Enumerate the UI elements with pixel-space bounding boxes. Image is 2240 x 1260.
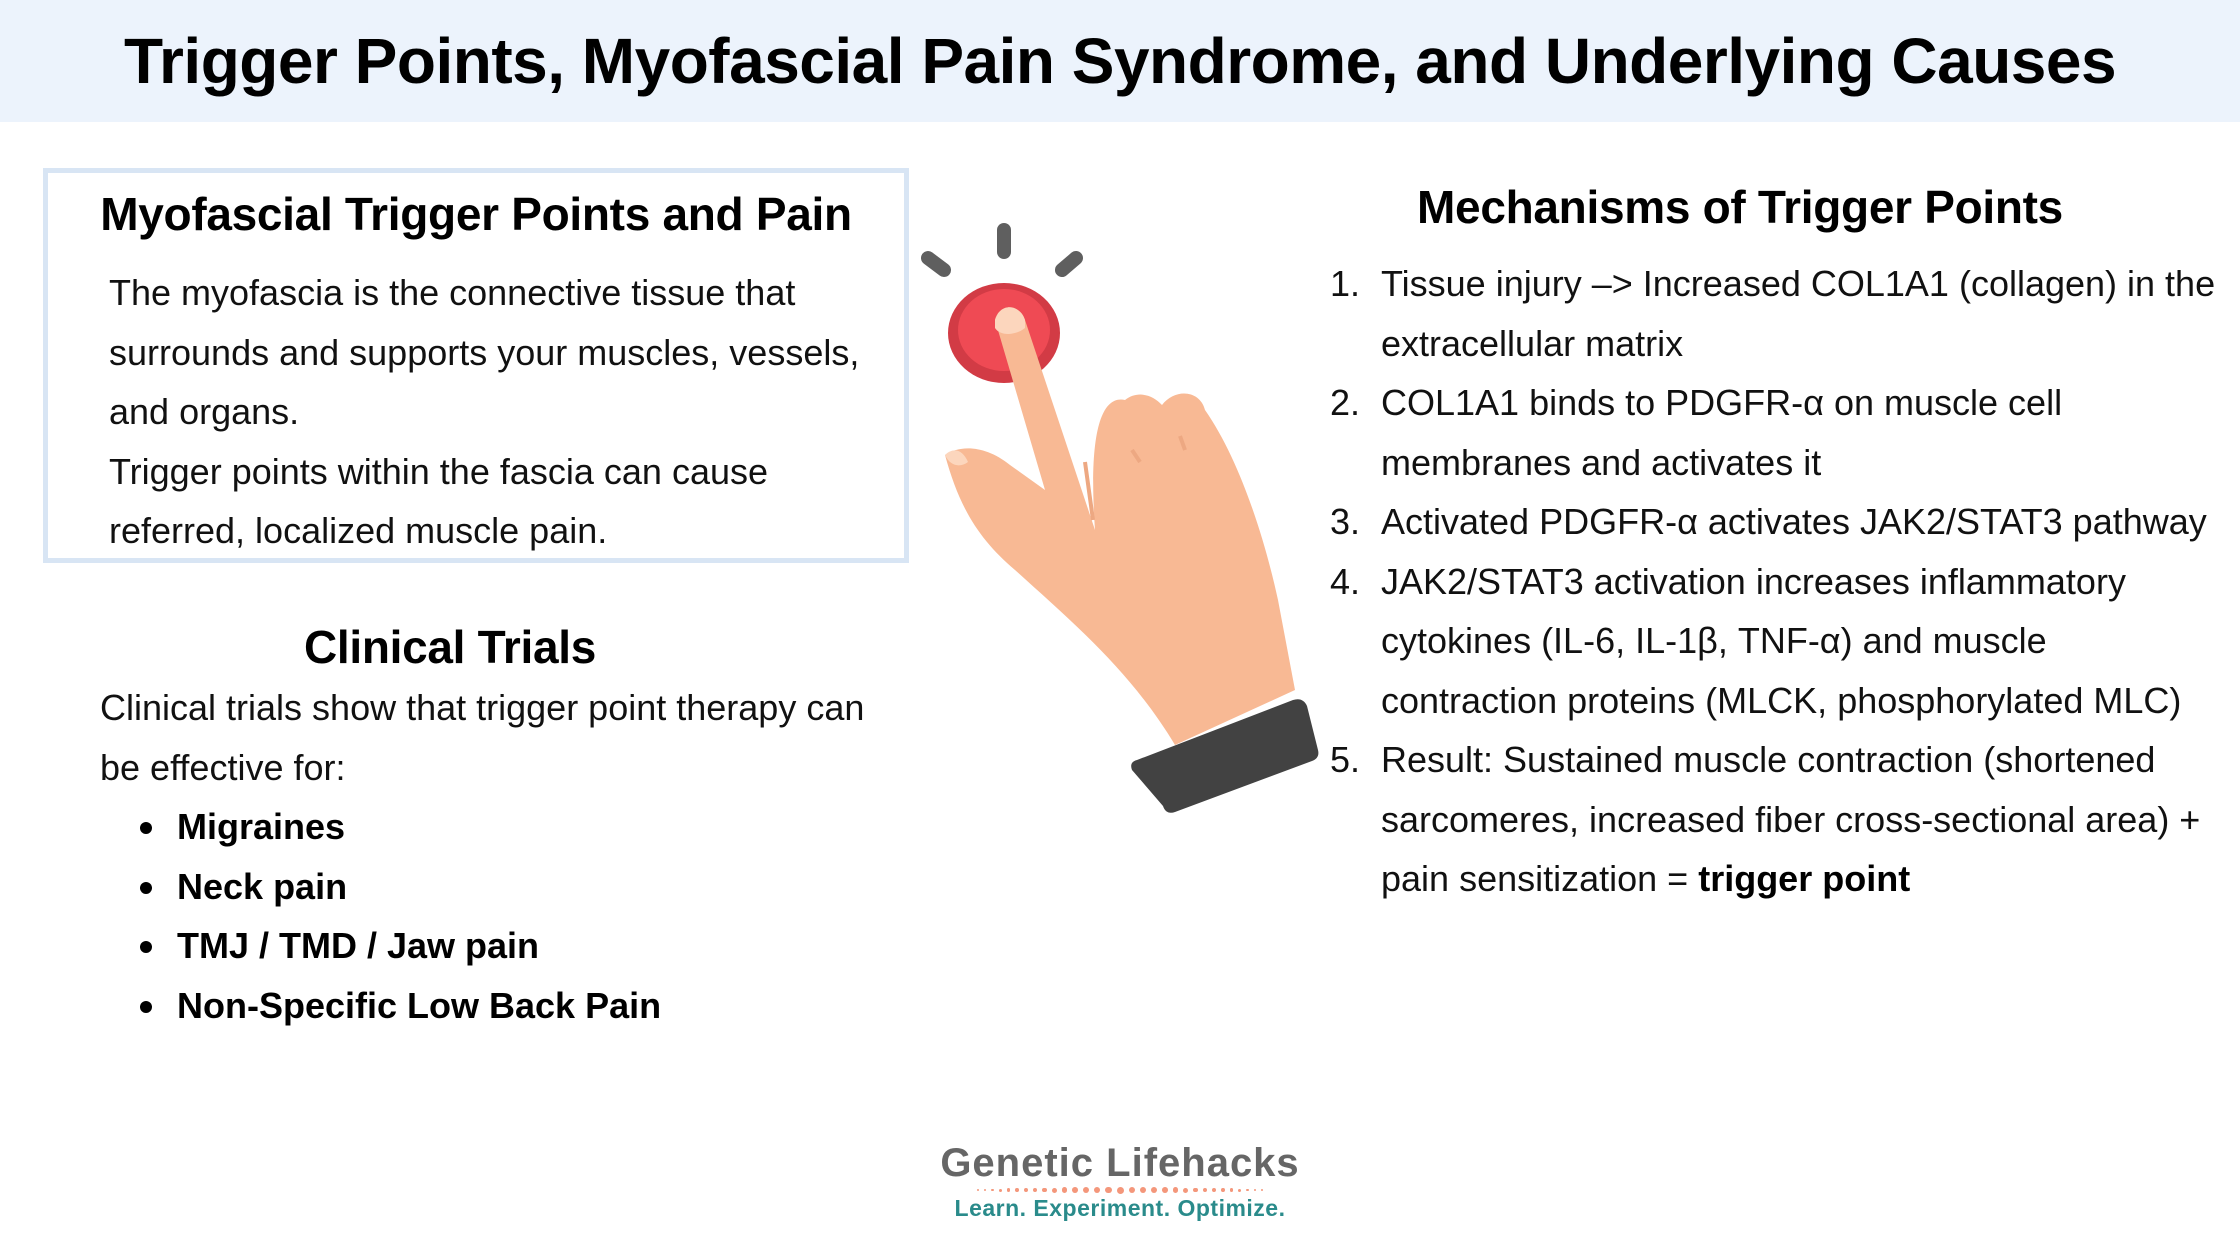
- logo-dot: [1014, 1188, 1019, 1192]
- list-item-text: Neck pain: [177, 865, 348, 907]
- page-title: Trigger Points, Myofascial Pain Syndrome…: [123, 25, 2117, 97]
- step-number: 5.: [1330, 739, 1361, 780]
- logo-dot: [1140, 1186, 1147, 1194]
- genetic-lifehacks-logo[interactable]: Genetic Lifehacks Learn. Experiment. Opt…: [900, 1140, 1340, 1222]
- logo-dot: [1212, 1188, 1217, 1192]
- step-number: 1.: [1330, 263, 1361, 304]
- logo-dot: [1193, 1187, 1199, 1193]
- logo-dot: [1203, 1187, 1208, 1193]
- step-number: 4.: [1330, 560, 1361, 602]
- step-number: 2.: [1330, 382, 1361, 423]
- logo-dot: [1032, 1187, 1037, 1193]
- step-text: Activated PDGFR-α activates JAK2/STAT3 p…: [1381, 501, 2207, 542]
- logo-dot: [998, 1188, 1002, 1192]
- logo-dot: [1254, 1188, 1257, 1192]
- logo-dot: [1051, 1187, 1057, 1193]
- logo-tagline: Learn. Experiment. Optimize.: [954, 1195, 1286, 1221]
- list-item: Migraines: [100, 797, 900, 857]
- bullet-icon: [140, 941, 152, 953]
- logo-dot: [1093, 1186, 1100, 1194]
- step-number: 3.: [1330, 501, 1361, 542]
- logo-dot: [1023, 1188, 1028, 1192]
- clinical-trials-list: Migraines Neck pain TMJ / TMD / Jaw pain…: [100, 797, 900, 1035]
- myofascial-paragraph: The myofascia is the connective tissue t…: [109, 272, 860, 432]
- bullet-icon: [140, 822, 152, 834]
- logo-dot: [1104, 1186, 1112, 1194]
- logo-dot: [1006, 1188, 1010, 1192]
- logo-dot: [1116, 1186, 1124, 1194]
- logo-dot: [1246, 1188, 1250, 1192]
- logo-dot: [1261, 1189, 1264, 1191]
- list-item: Neck pain: [100, 857, 900, 917]
- logo-name: Genetic Lifehacks: [940, 1141, 1300, 1185]
- step-text: Tissue injury –> Increased COL1A1 (colla…: [1381, 263, 2216, 364]
- logo-dot: [1162, 1187, 1169, 1193]
- list-item: 4. JAK2/STAT3 activation increases inflam…: [1320, 552, 2221, 731]
- logo-dot: [1173, 1187, 1179, 1193]
- clinical-trials-title: Clinical Trials: [303, 621, 597, 673]
- bullet-icon: [140, 881, 152, 894]
- list-item-text: Migraines: [177, 806, 346, 847]
- logo-dot: [983, 1188, 986, 1192]
- hand-icon: [945, 307, 1295, 745]
- step-text: COL1A1 binds to PDGFR-α on muscle cell m…: [1381, 382, 2063, 483]
- logo-dot: [1230, 1188, 1234, 1192]
- list-item: 3. Activated PDGFR-α activates JAK2/STAT3…: [1320, 492, 2221, 552]
- myofascial-paragraph: Trigger points within the fascia can cau…: [109, 450, 769, 552]
- glow-lines-icon: [921, 223, 1083, 277]
- list-item: TMJ / TMD / Jaw pain: [100, 916, 900, 976]
- logo-dots-divider: [900, 1186, 1340, 1194]
- bullet-icon: [140, 1000, 152, 1013]
- sleeve-cuff-icon: [1131, 699, 1319, 813]
- mechanisms-title: Mechanisms of Trigger Points: [1417, 181, 2063, 233]
- header-banner: Trigger Points, Myofascial Pain Syndrome…: [0, 0, 2240, 122]
- logo-dot: [1238, 1188, 1242, 1192]
- list-item: 2. COL1A1 binds to PDGFR-α on muscle cell…: [1320, 373, 2221, 492]
- logo-dot: [1041, 1187, 1047, 1193]
- step-text-bold: trigger point: [1698, 858, 1911, 899]
- myofascial-info-box: Myofascial Trigger Points and Pain The m…: [43, 168, 909, 563]
- logo-dot: [990, 1188, 994, 1192]
- mechanisms-list: 1. Tissue injury –> Increased COL1A1 (col…: [1320, 254, 2215, 909]
- logo-dot: [1061, 1187, 1067, 1193]
- list-item-text: Non-Specific Low Back Pain: [177, 984, 662, 1026]
- step-text: Result: Sustained muscle contraction (sh…: [1381, 739, 2201, 899]
- clinical-trials-section: Clinical Trials Clinical trials show tha…: [100, 620, 900, 1035]
- step-text: JAK2/STAT3 activation increases inflamma…: [1381, 560, 2182, 721]
- list-item: 5. Result: Sustained muscle contraction (…: [1320, 730, 2221, 909]
- logo-dot: [1128, 1186, 1136, 1194]
- myofascial-box-body: The myofascia is the connective tissue t…: [109, 263, 869, 561]
- list-item-text: TMJ / TMD / Jaw pain: [177, 925, 540, 966]
- logo-dot: [976, 1189, 979, 1191]
- list-item: 1. Tissue injury –> Increased COL1A1 (col…: [1320, 254, 2221, 373]
- hand-pressing-red-button-icon: [921, 223, 1319, 813]
- logo-dot: [1183, 1187, 1189, 1193]
- clinical-trials-intro: Clinical trials show that trigger point …: [100, 687, 865, 788]
- myofascial-box-title: Myofascial Trigger Points and Pain: [100, 188, 852, 240]
- logo-dot: [1071, 1187, 1078, 1193]
- mechanisms-section: Mechanisms of Trigger Points 1. Tissue in…: [1320, 170, 2215, 909]
- logo-dot: [1221, 1188, 1226, 1192]
- logo-dot: [1151, 1187, 1158, 1193]
- logo-dot: [1082, 1187, 1089, 1193]
- list-item: Non-Specific Low Back Pain: [100, 976, 900, 1036]
